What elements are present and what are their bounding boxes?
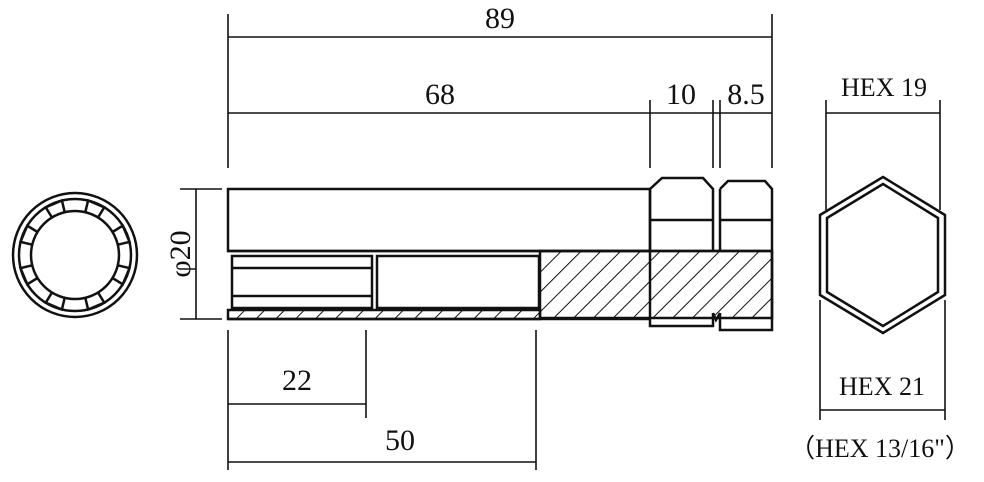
spline-notch xyxy=(84,291,107,312)
dim-hex-small-length: 8.5 xyxy=(727,78,765,111)
end-view-socket xyxy=(11,191,139,319)
label-hex-across-corners: HEX 21 xyxy=(839,372,925,401)
spline-notch xyxy=(111,264,132,287)
label-hex-across-flats: HEX 19 xyxy=(841,73,927,102)
spline-notch xyxy=(111,223,132,246)
side-view-body xyxy=(226,176,774,332)
spline-notch xyxy=(18,264,39,287)
end-view-hex xyxy=(818,175,947,335)
spline-notch xyxy=(43,198,66,219)
dim-diameter: φ20 xyxy=(164,230,197,277)
dim-shank-length: 68 xyxy=(425,78,455,111)
spline-notch xyxy=(84,198,107,219)
dim-inner-depth-1: 22 xyxy=(282,364,312,397)
dim-hex-large-length: 10 xyxy=(666,78,696,111)
dim-inner-depth-2: 50 xyxy=(385,424,415,457)
dimension-lines xyxy=(180,14,946,470)
spline-notch xyxy=(18,223,39,246)
dim-overall-length: 89 xyxy=(485,2,515,35)
spline-notch xyxy=(43,291,66,312)
label-hex-imperial: （HEX 13/16"） xyxy=(789,434,971,463)
